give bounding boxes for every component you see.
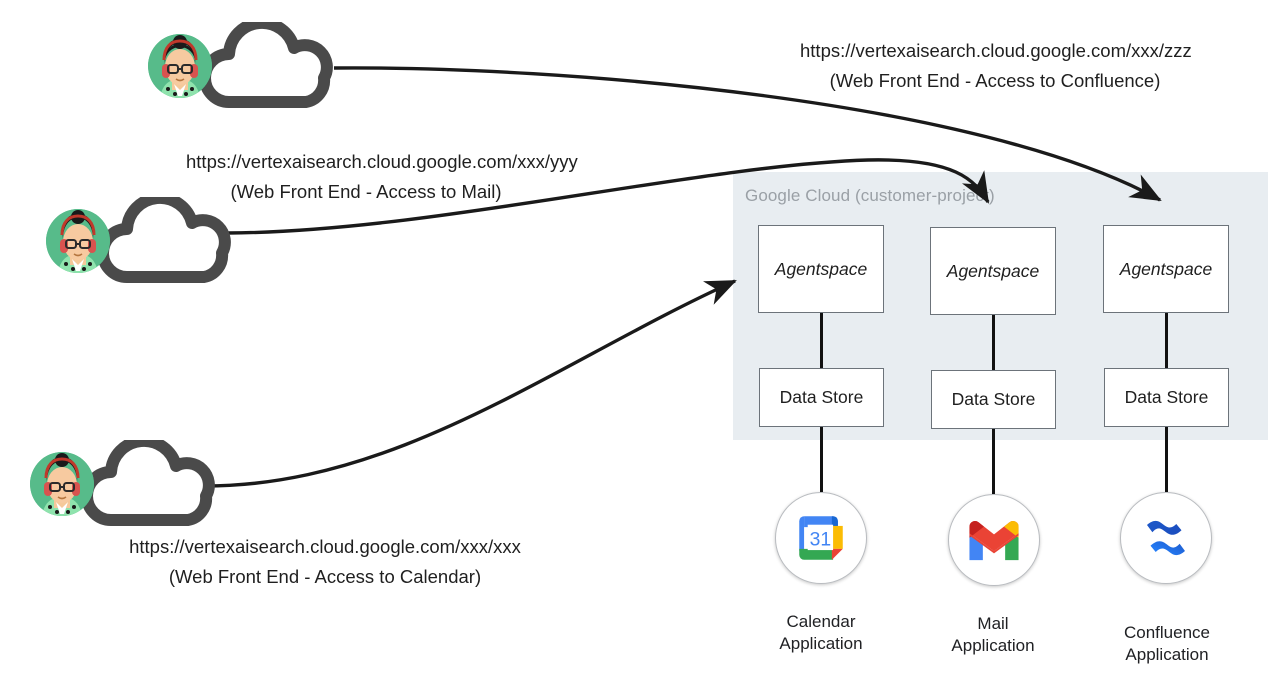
flow-label-mail-subtitle: (Web Front End - Access to Mail) — [230, 180, 502, 202]
connector-datastore-to-app-3 — [1165, 427, 1169, 492]
flow-label-mail-url: https://vertexaisearch.cloud.google.com/… — [186, 151, 578, 172]
arrow-user-bottom-to-agentspace-1 — [204, 279, 737, 488]
datastore-box-3[interactable]: Data Store — [1104, 368, 1229, 427]
agentspace-box-2-label: Agentspace — [946, 260, 1040, 281]
connector-agentspace-to-datastore-1 — [820, 313, 824, 368]
calendar-application-circle[interactable]: 31 — [775, 492, 867, 584]
datastore-box-1[interactable]: Data Store — [759, 368, 884, 427]
gmail-icon — [969, 521, 1019, 561]
mail-application-circle[interactable] — [948, 494, 1040, 586]
flow-label-confluence-subtitle: (Web Front End - Access to Confluence) — [829, 69, 1161, 91]
google-calendar-icon: 31 — [799, 516, 843, 560]
google-cloud-region-label: Google Cloud (customer-project) — [745, 186, 995, 205]
flow-label-calendar-subtitle: (Web Front End - Access to Calendar) — [168, 565, 482, 587]
datastore-box-3-label: Data Store — [1124, 387, 1209, 407]
agentspace-box-3-label: Agentspace — [1119, 258, 1213, 279]
connector-agentspace-to-datastore-2 — [992, 315, 996, 370]
user-avatar-icon — [30, 452, 94, 516]
confluence-application-caption: Confluence Application — [1123, 623, 1210, 665]
datastore-box-1-label: Data Store — [779, 387, 864, 407]
user-bottom[interactable] — [30, 440, 230, 528]
user-avatar-icon — [148, 34, 212, 98]
user-middle[interactable] — [46, 197, 246, 285]
datastore-box-2[interactable]: Data Store — [931, 370, 1056, 429]
agentspace-box-3[interactable]: Agentspace — [1103, 225, 1229, 313]
calendar-application-caption: Calendar Application — [779, 612, 863, 654]
user-top[interactable] — [148, 22, 348, 110]
connector-agentspace-to-datastore-3 — [1165, 313, 1169, 368]
agentspace-box-1[interactable]: Agentspace — [758, 225, 884, 313]
datastore-box-2-label: Data Store — [951, 389, 1036, 409]
flow-label-calendar-url: https://vertexaisearch.cloud.google.com/… — [129, 536, 521, 557]
flow-label-calendar: https://vertexaisearch.cloud.google.com/… — [124, 532, 526, 592]
mail-application-caption: Mail Application — [951, 614, 1035, 656]
flow-label-confluence-url: https://vertexaisearch.cloud.google.com/… — [800, 40, 1192, 61]
confluence-application-circle[interactable] — [1120, 492, 1212, 584]
confluence-icon — [1147, 520, 1185, 556]
flow-label-confluence: https://vertexaisearch.cloud.google.com/… — [800, 36, 1192, 96]
connector-datastore-to-app-2 — [992, 429, 996, 494]
flow-label-mail: https://vertexaisearch.cloud.google.com/… — [186, 147, 578, 207]
connector-datastore-to-app-1 — [820, 427, 824, 492]
agentspace-box-1-label: Agentspace — [774, 258, 868, 279]
user-avatar-icon — [46, 209, 110, 273]
svg-text:31: 31 — [810, 529, 832, 550]
agentspace-box-2[interactable]: Agentspace — [930, 227, 1056, 315]
